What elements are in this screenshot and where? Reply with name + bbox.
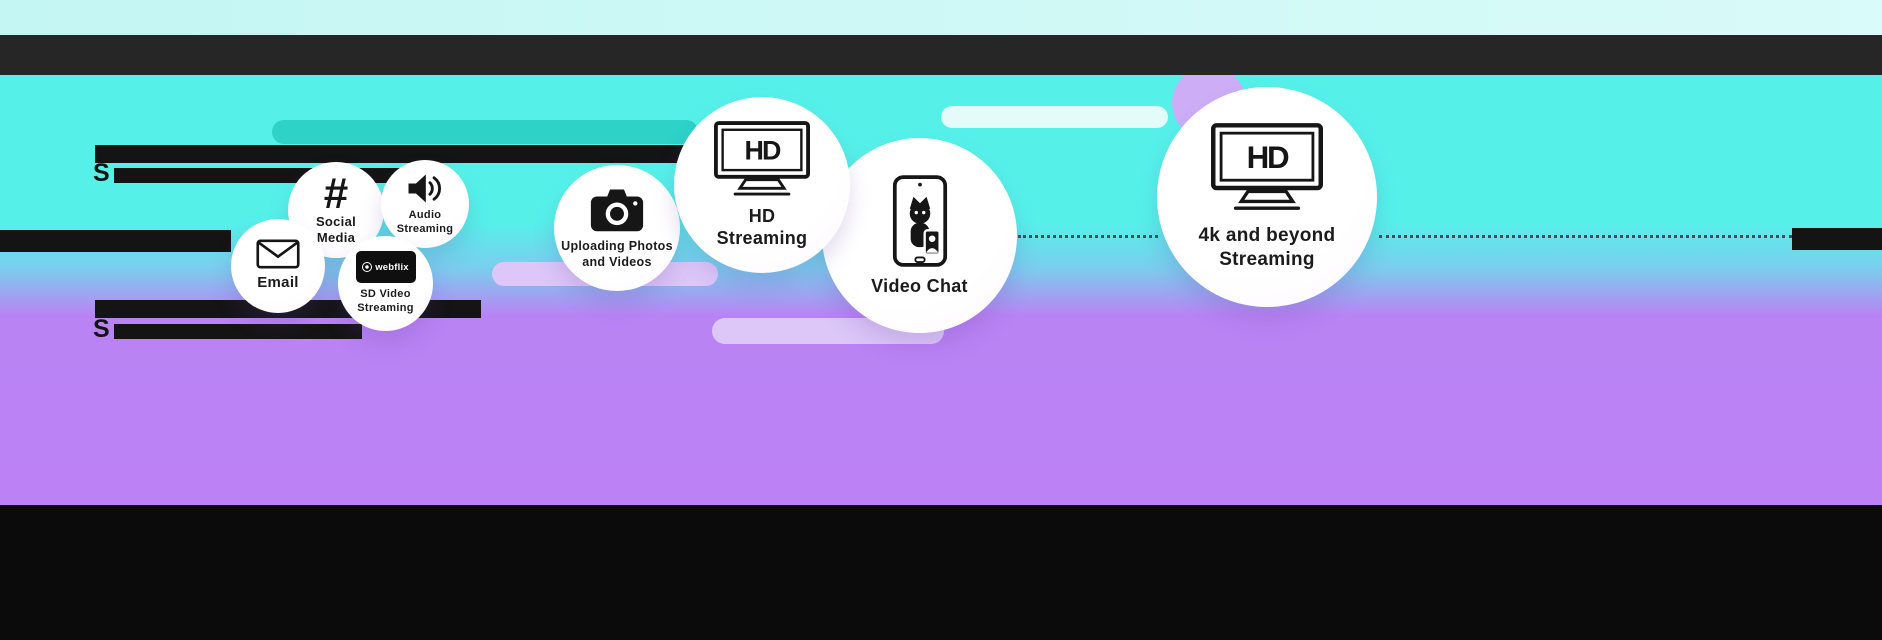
dotted-timeline xyxy=(1018,235,1158,238)
bubble-label: Email xyxy=(257,274,299,292)
bubble-audio-streaming: Audio Streaming xyxy=(381,160,469,248)
speed-streak-teal xyxy=(272,120,698,144)
bubble-sd-video-streaming: webflix SD Video Streaming xyxy=(338,236,433,331)
top-strip xyxy=(0,0,1882,35)
hd-logo-text: HD xyxy=(745,135,781,165)
redacted-text-bar xyxy=(95,145,689,163)
hd-tv-icon: HD xyxy=(714,120,810,196)
redacted-text-bar xyxy=(0,230,231,252)
bubble-label: HD Streaming xyxy=(716,205,808,249)
camera-icon xyxy=(590,189,644,232)
bubble-label: 4k and beyond Streaming xyxy=(1198,224,1336,270)
header-bar xyxy=(0,35,1882,75)
redacted-text-bar xyxy=(1792,228,1882,250)
bubble-4k-streaming: HD 4k and beyond Streaming xyxy=(1157,87,1377,307)
bubble-label: Video Chat xyxy=(871,275,968,296)
redacted-text-bar xyxy=(114,324,362,339)
bubble-video-chat: Video Chat xyxy=(822,138,1017,333)
redacted-text-bar xyxy=(114,168,430,183)
envelope-icon xyxy=(256,239,300,269)
bubble-label: Audio Streaming xyxy=(396,208,454,235)
speaker-icon xyxy=(408,174,441,203)
bubble-email: Email xyxy=(231,219,325,313)
webflix-logo-dot-icon xyxy=(362,262,373,273)
footer-bar xyxy=(0,505,1882,640)
bubble-hd-streaming: HD HD Streaming xyxy=(674,97,850,273)
dotted-timeline xyxy=(1379,235,1792,238)
hd-tv-icon: HD xyxy=(1211,122,1323,210)
speed-streak-pale xyxy=(941,106,1168,128)
hd-logo-text: HD xyxy=(1247,140,1289,175)
bubble-label: Social Media xyxy=(315,213,357,245)
webflix-player-icon: webflix xyxy=(355,251,416,284)
redacted-text-initial: S xyxy=(93,315,110,343)
hashtag-icon: # xyxy=(323,168,349,218)
bubble-uploading-photos: Uploading Photos and Videos xyxy=(554,165,680,291)
bubble-label: SD Video Streaming xyxy=(357,288,414,314)
webflix-brand-text: webflix xyxy=(375,261,409,273)
redacted-text-initial: S xyxy=(93,159,110,187)
video-chat-phone-icon xyxy=(892,175,947,267)
bubble-label: Uploading Photos and Videos xyxy=(561,238,673,269)
